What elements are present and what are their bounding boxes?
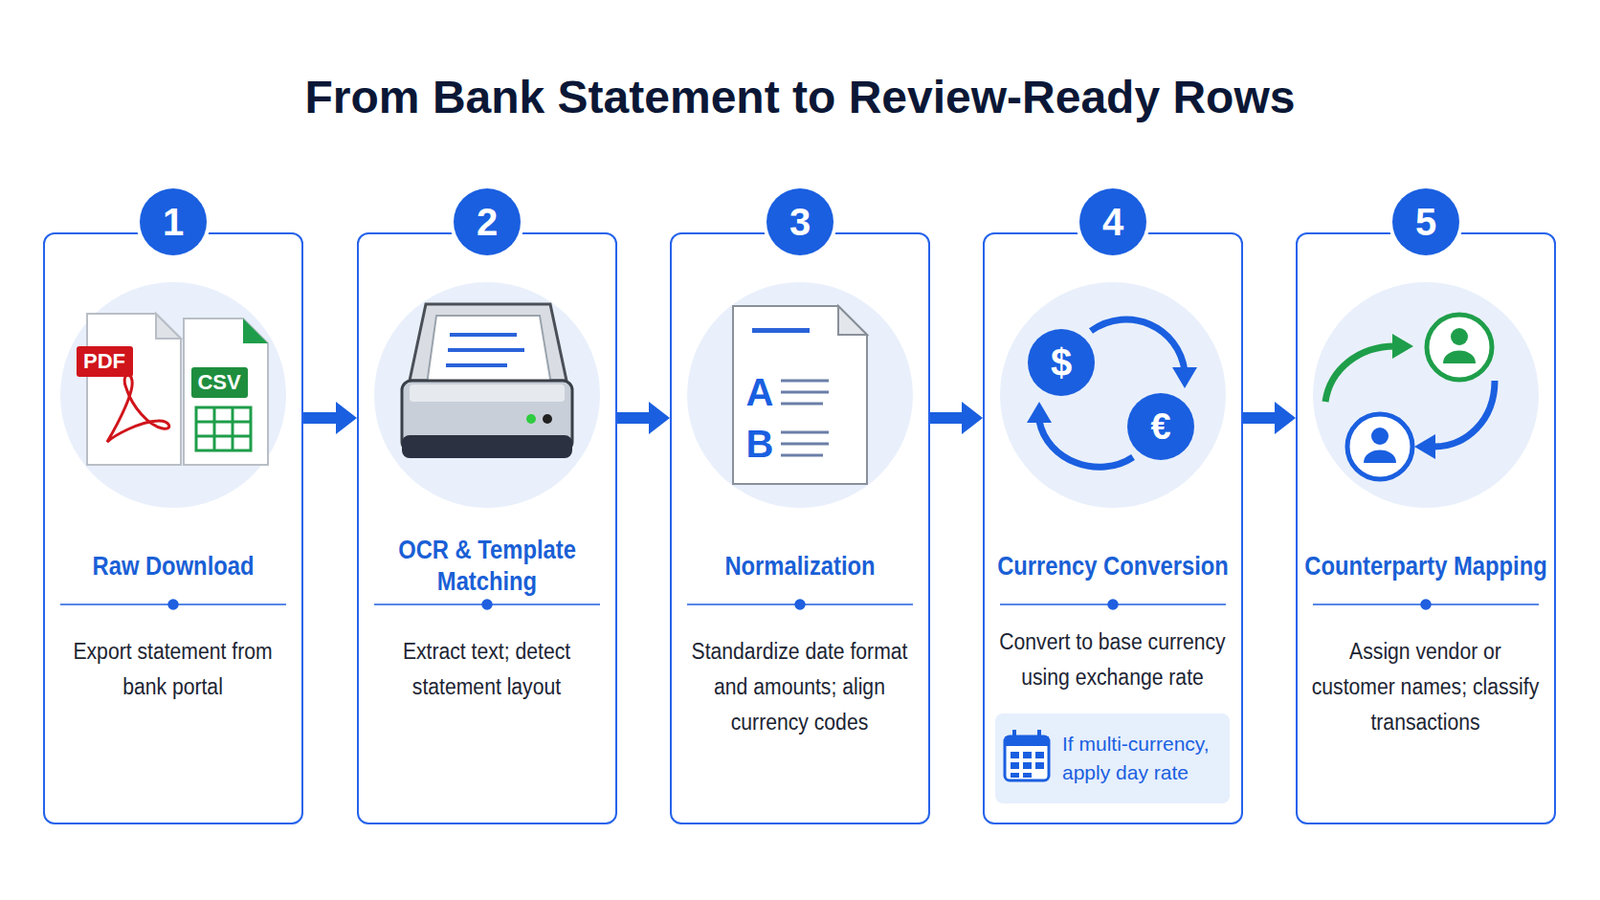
step-heading: Counterparty Mapping	[1299, 551, 1553, 583]
flow-arrow-head	[1274, 401, 1296, 435]
pdf-file-icon	[76, 346, 134, 378]
step-number: 5	[1415, 200, 1437, 244]
flow-arrow	[303, 401, 357, 435]
step-description: Standardize date format and amounts; ali…	[682, 634, 918, 741]
step-heading: OCR & Template Matching	[360, 534, 614, 599]
step-number: 2	[476, 200, 498, 244]
process-card: Currency ConversionConvert to base curre…	[982, 232, 1244, 825]
step-heading: Raw Download	[46, 551, 300, 583]
flow-arrow	[930, 401, 983, 435]
flow-arrow-shaft	[930, 412, 964, 424]
csv-file-icon	[191, 367, 248, 399]
flow-arrow-shaft	[617, 412, 651, 424]
note-box: If multi-currency, apply day rate	[995, 713, 1230, 804]
step-number-badge: 2	[453, 188, 521, 256]
process-card: Raw DownloadExport statement from bank p…	[43, 232, 304, 825]
currency-symbol: $	[1050, 341, 1072, 385]
process-card: Counterparty MappingAssign vendor or cus…	[1295, 232, 1556, 825]
step-description: Convert to base currency using exchange …	[995, 624, 1231, 696]
file-type-badge: PDF	[83, 349, 126, 375]
process-card: NormalizationStandardize date format and…	[669, 232, 931, 825]
flow-arrow-head	[961, 401, 983, 435]
diagram-title: From Bank Statement to Review-Ready Rows	[0, 68, 1600, 127]
flow-arrow-head	[648, 401, 670, 435]
step-description: Extract text; detect statement layout	[369, 634, 605, 706]
flow-arrow-shaft	[1243, 412, 1277, 424]
column-letter: B	[746, 422, 775, 467]
flow-arrow	[617, 401, 670, 435]
process-card: OCR & Template MatchingExtract text; det…	[356, 232, 618, 825]
column-letter: A	[746, 371, 775, 415]
step-heading: Currency Conversion	[986, 551, 1240, 583]
currency-symbol: €	[1150, 406, 1171, 448]
step-number-badge: 4	[1079, 188, 1147, 256]
step-number-badge: 1	[139, 188, 207, 256]
flow-arrow-shaft	[303, 412, 338, 424]
step-number: 3	[789, 200, 811, 244]
step-number-badge: 5	[1392, 188, 1460, 256]
step-heading: Normalization	[673, 551, 927, 583]
step-number: 1	[162, 200, 184, 244]
step-number: 4	[1102, 200, 1124, 244]
flow-arrow-head	[335, 401, 357, 435]
flow-arrow	[1243, 401, 1296, 435]
note-text: If multi-currency, apply day rate	[1062, 730, 1227, 788]
file-type-badge: CSV	[197, 370, 241, 396]
step-number-badge: 3	[766, 188, 834, 256]
step-description: Assign vendor or customer names; classif…	[1308, 634, 1544, 741]
step-description: Export statement from bank portal	[55, 634, 291, 706]
